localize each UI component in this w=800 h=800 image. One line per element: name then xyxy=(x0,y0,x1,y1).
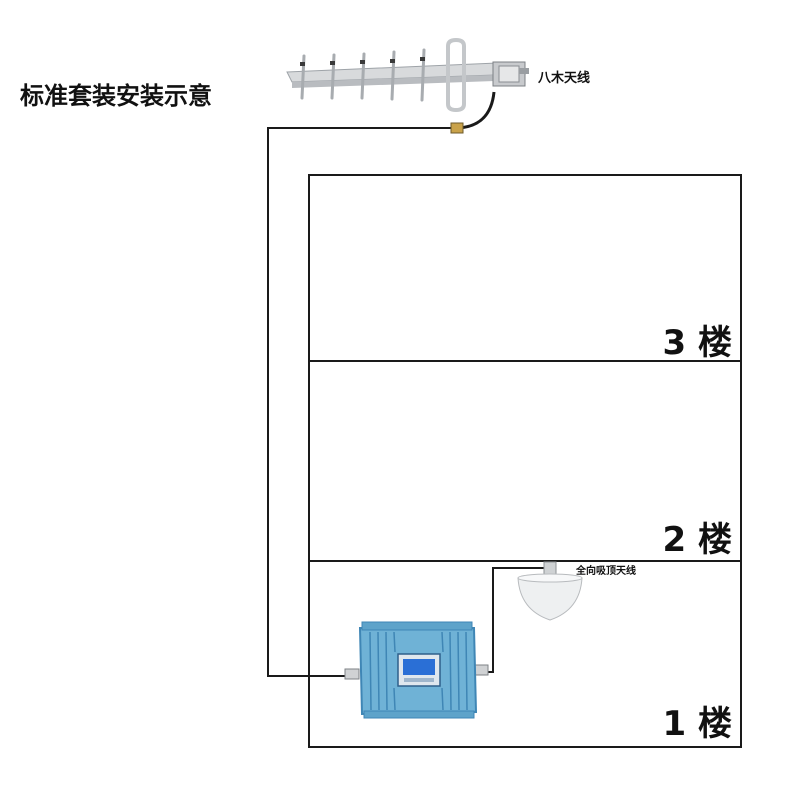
yagi-antenna-icon xyxy=(286,37,529,113)
building xyxy=(308,174,742,748)
ceiling-antenna-icon xyxy=(517,561,583,621)
diagram-title: 标准套装安装示意 xyxy=(20,82,212,110)
cable-connector-icon xyxy=(450,122,464,134)
signal-repeater-icon xyxy=(344,621,489,719)
building-outline xyxy=(308,174,742,748)
feeder-cable-indoor xyxy=(487,567,548,673)
floor-label-3: 3 楼 xyxy=(663,323,733,363)
ceiling-antenna-label: 全向吸顶天线 xyxy=(575,564,636,577)
yagi-antenna-label: 八木天线 xyxy=(537,70,590,86)
floor-label-2: 2 楼 xyxy=(663,520,733,560)
feeder-cable-outdoor xyxy=(267,127,455,677)
floor-label-1: 1 楼 xyxy=(663,704,733,744)
